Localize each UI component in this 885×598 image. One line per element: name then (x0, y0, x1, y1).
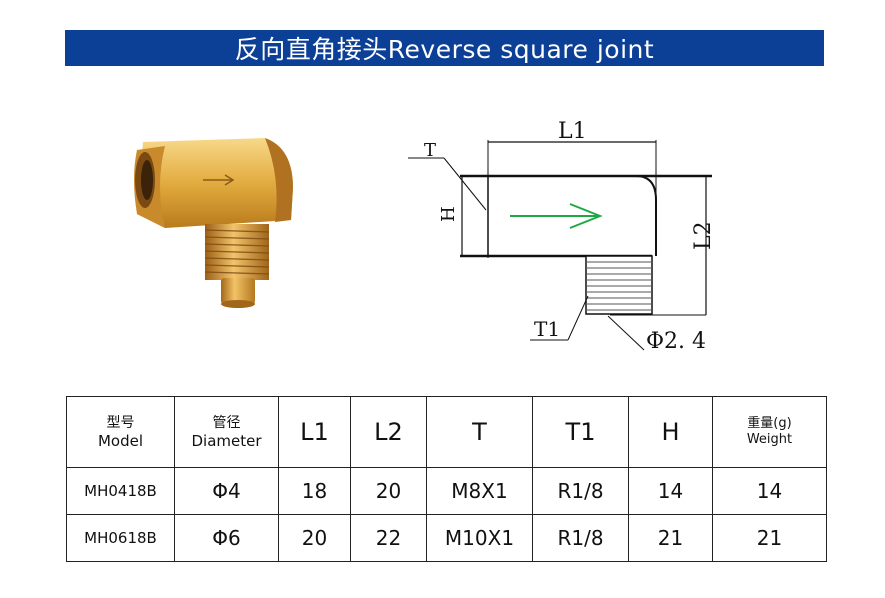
cell-h: 14 (628, 467, 713, 515)
cell-weight: 14 (712, 467, 827, 515)
header-l1: L1 (278, 396, 351, 468)
label-l1: L1 (558, 119, 587, 144)
label-t: T (424, 140, 436, 161)
cell-weight: 21 (712, 514, 827, 562)
cell-l2: 22 (350, 514, 427, 562)
header-t: T (426, 396, 533, 468)
cell-l1: 20 (278, 514, 351, 562)
product-photo (134, 138, 293, 308)
title-bar: 反向直角接头Reverse square joint (65, 30, 824, 66)
header-model: 型号 Model (66, 396, 175, 468)
table-row: MH0618B Φ6 20 22 M10X1 R1/8 21 21 (66, 514, 827, 562)
cell-l2: 20 (350, 467, 427, 515)
cell-diameter: Φ4 (174, 467, 279, 515)
header-l2: L2 (350, 396, 427, 468)
header-diameter: 管径 Diameter (174, 396, 279, 468)
cell-model: MH0418B (66, 467, 175, 515)
header-t1: T1 (532, 396, 629, 468)
cell-t1: R1/8 (532, 467, 629, 515)
header-h: H (628, 396, 713, 468)
cell-l1: 18 (278, 467, 351, 515)
spec-table: 型号 Model 管径 Diameter L1 L2 T T1 H 重量(g) … (66, 396, 827, 562)
table-header-row: 型号 Model 管径 Diameter L1 L2 T T1 H 重量(g) … (66, 396, 827, 468)
cell-t: M8X1 (426, 467, 533, 515)
label-diameter: Φ2. 4 (646, 329, 706, 354)
table-row: MH0418B Φ4 18 20 M8X1 R1/8 14 14 (66, 467, 827, 515)
page-title: 反向直角接头Reverse square joint (234, 35, 655, 64)
cell-t: M10X1 (426, 514, 533, 562)
header-weight: 重量(g) Weight (712, 396, 827, 468)
label-l2: L2 (691, 221, 716, 250)
label-t1: T1 (534, 317, 560, 341)
cell-diameter: Φ6 (174, 514, 279, 562)
technical-drawing: L1 T H L2 T1 Φ2. 4 (408, 119, 716, 354)
cell-t1: R1/8 (532, 514, 629, 562)
label-h: H (438, 206, 459, 222)
cell-h: 21 (628, 514, 713, 562)
cell-model: MH0618B (66, 514, 175, 562)
